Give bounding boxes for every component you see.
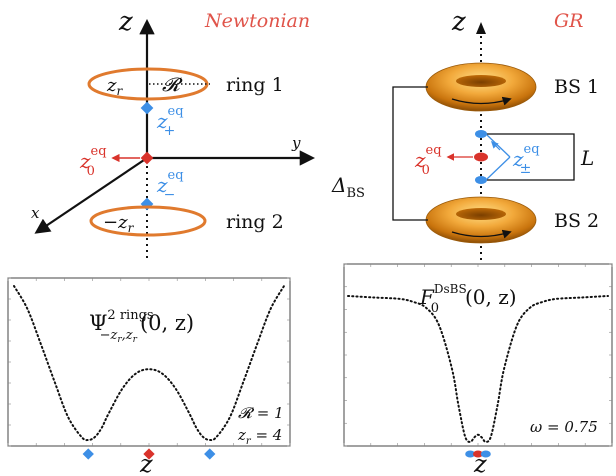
- plot-left-param2: zr = 4: [237, 426, 282, 447]
- z0-marker: [140, 151, 154, 165]
- zplus-label: zeq+: [156, 104, 184, 139]
- L-bracket: [484, 133, 575, 181]
- delta-label: ΔBS: [331, 173, 365, 201]
- ring-1-R: 𝓡: [162, 74, 183, 96]
- bs1-label: BS 1: [554, 76, 599, 98]
- plot-right-ticks: [343, 263, 613, 447]
- zplus-marker: [140, 101, 154, 115]
- gr-title: GR: [554, 10, 583, 32]
- chart-marker-blue-0: [465, 450, 476, 458]
- plot-right-xlabel: z: [473, 450, 487, 476]
- gr-zplus-marker: [475, 130, 487, 138]
- newtonian-title: Newtonian: [204, 10, 310, 32]
- gr-zpm-arrow: [490, 140, 501, 151]
- gr-z-axis-arrowhead: [476, 22, 486, 34]
- ring-1: [87, 67, 209, 101]
- ring-2-zr: −zr: [103, 212, 135, 235]
- x-axis: [34, 157, 148, 234]
- plot-right-markers: [465, 450, 491, 458]
- torus-bs1: [425, 62, 537, 112]
- chart-marker-blue-2: [480, 450, 491, 458]
- ring-1-zr: zr: [106, 75, 123, 98]
- torus-bs2: [425, 196, 537, 244]
- chart-marker-red-1: [473, 450, 483, 458]
- plot-right-param: ω = 0.75: [530, 418, 598, 436]
- gr-panel: GR z BS 1 BS 2 ΔBS L: [331, 7, 599, 260]
- z-axis-label: z: [118, 7, 133, 37]
- ring-1-label: ring 1: [226, 74, 284, 96]
- gr-zminus-marker: [475, 176, 487, 184]
- gr-z-axis-label: z: [451, 7, 466, 37]
- bs2-label: BS 2: [554, 210, 599, 232]
- ring-2: [89, 205, 207, 237]
- ring-2-label: ring 2: [226, 211, 284, 233]
- gr-z0-marker: [474, 152, 488, 162]
- x-axis-label: x: [31, 204, 40, 222]
- chart-marker-red-1: [143, 448, 155, 460]
- gr-zpm-label: zeq±: [512, 142, 540, 177]
- plot-left-ticks: [7, 277, 291, 447]
- L-label: L: [580, 146, 594, 170]
- plot-left-xlabel: z: [139, 450, 153, 476]
- zminus-label: zeq−: [156, 168, 184, 203]
- plot-right-curve: [347, 295, 609, 443]
- plot-left-formula: Ψ2 rings−zr,zr(0, z): [89, 308, 194, 345]
- plot-left: Ψ2 rings−zr,zr(0, z) 𝓡 = 1 zr = 4 z: [7, 277, 291, 476]
- gr-zminus-line: [486, 156, 511, 180]
- chart-marker-blue-0: [82, 448, 94, 460]
- chart-marker-blue-2: [204, 448, 216, 460]
- plot-left-param1: 𝓡 = 1: [238, 404, 284, 422]
- y-axis-label: y: [291, 134, 301, 152]
- gr-zplus-line: [486, 134, 511, 158]
- plot-left-curve: [13, 285, 285, 442]
- delta-bracket: [392, 86, 428, 221]
